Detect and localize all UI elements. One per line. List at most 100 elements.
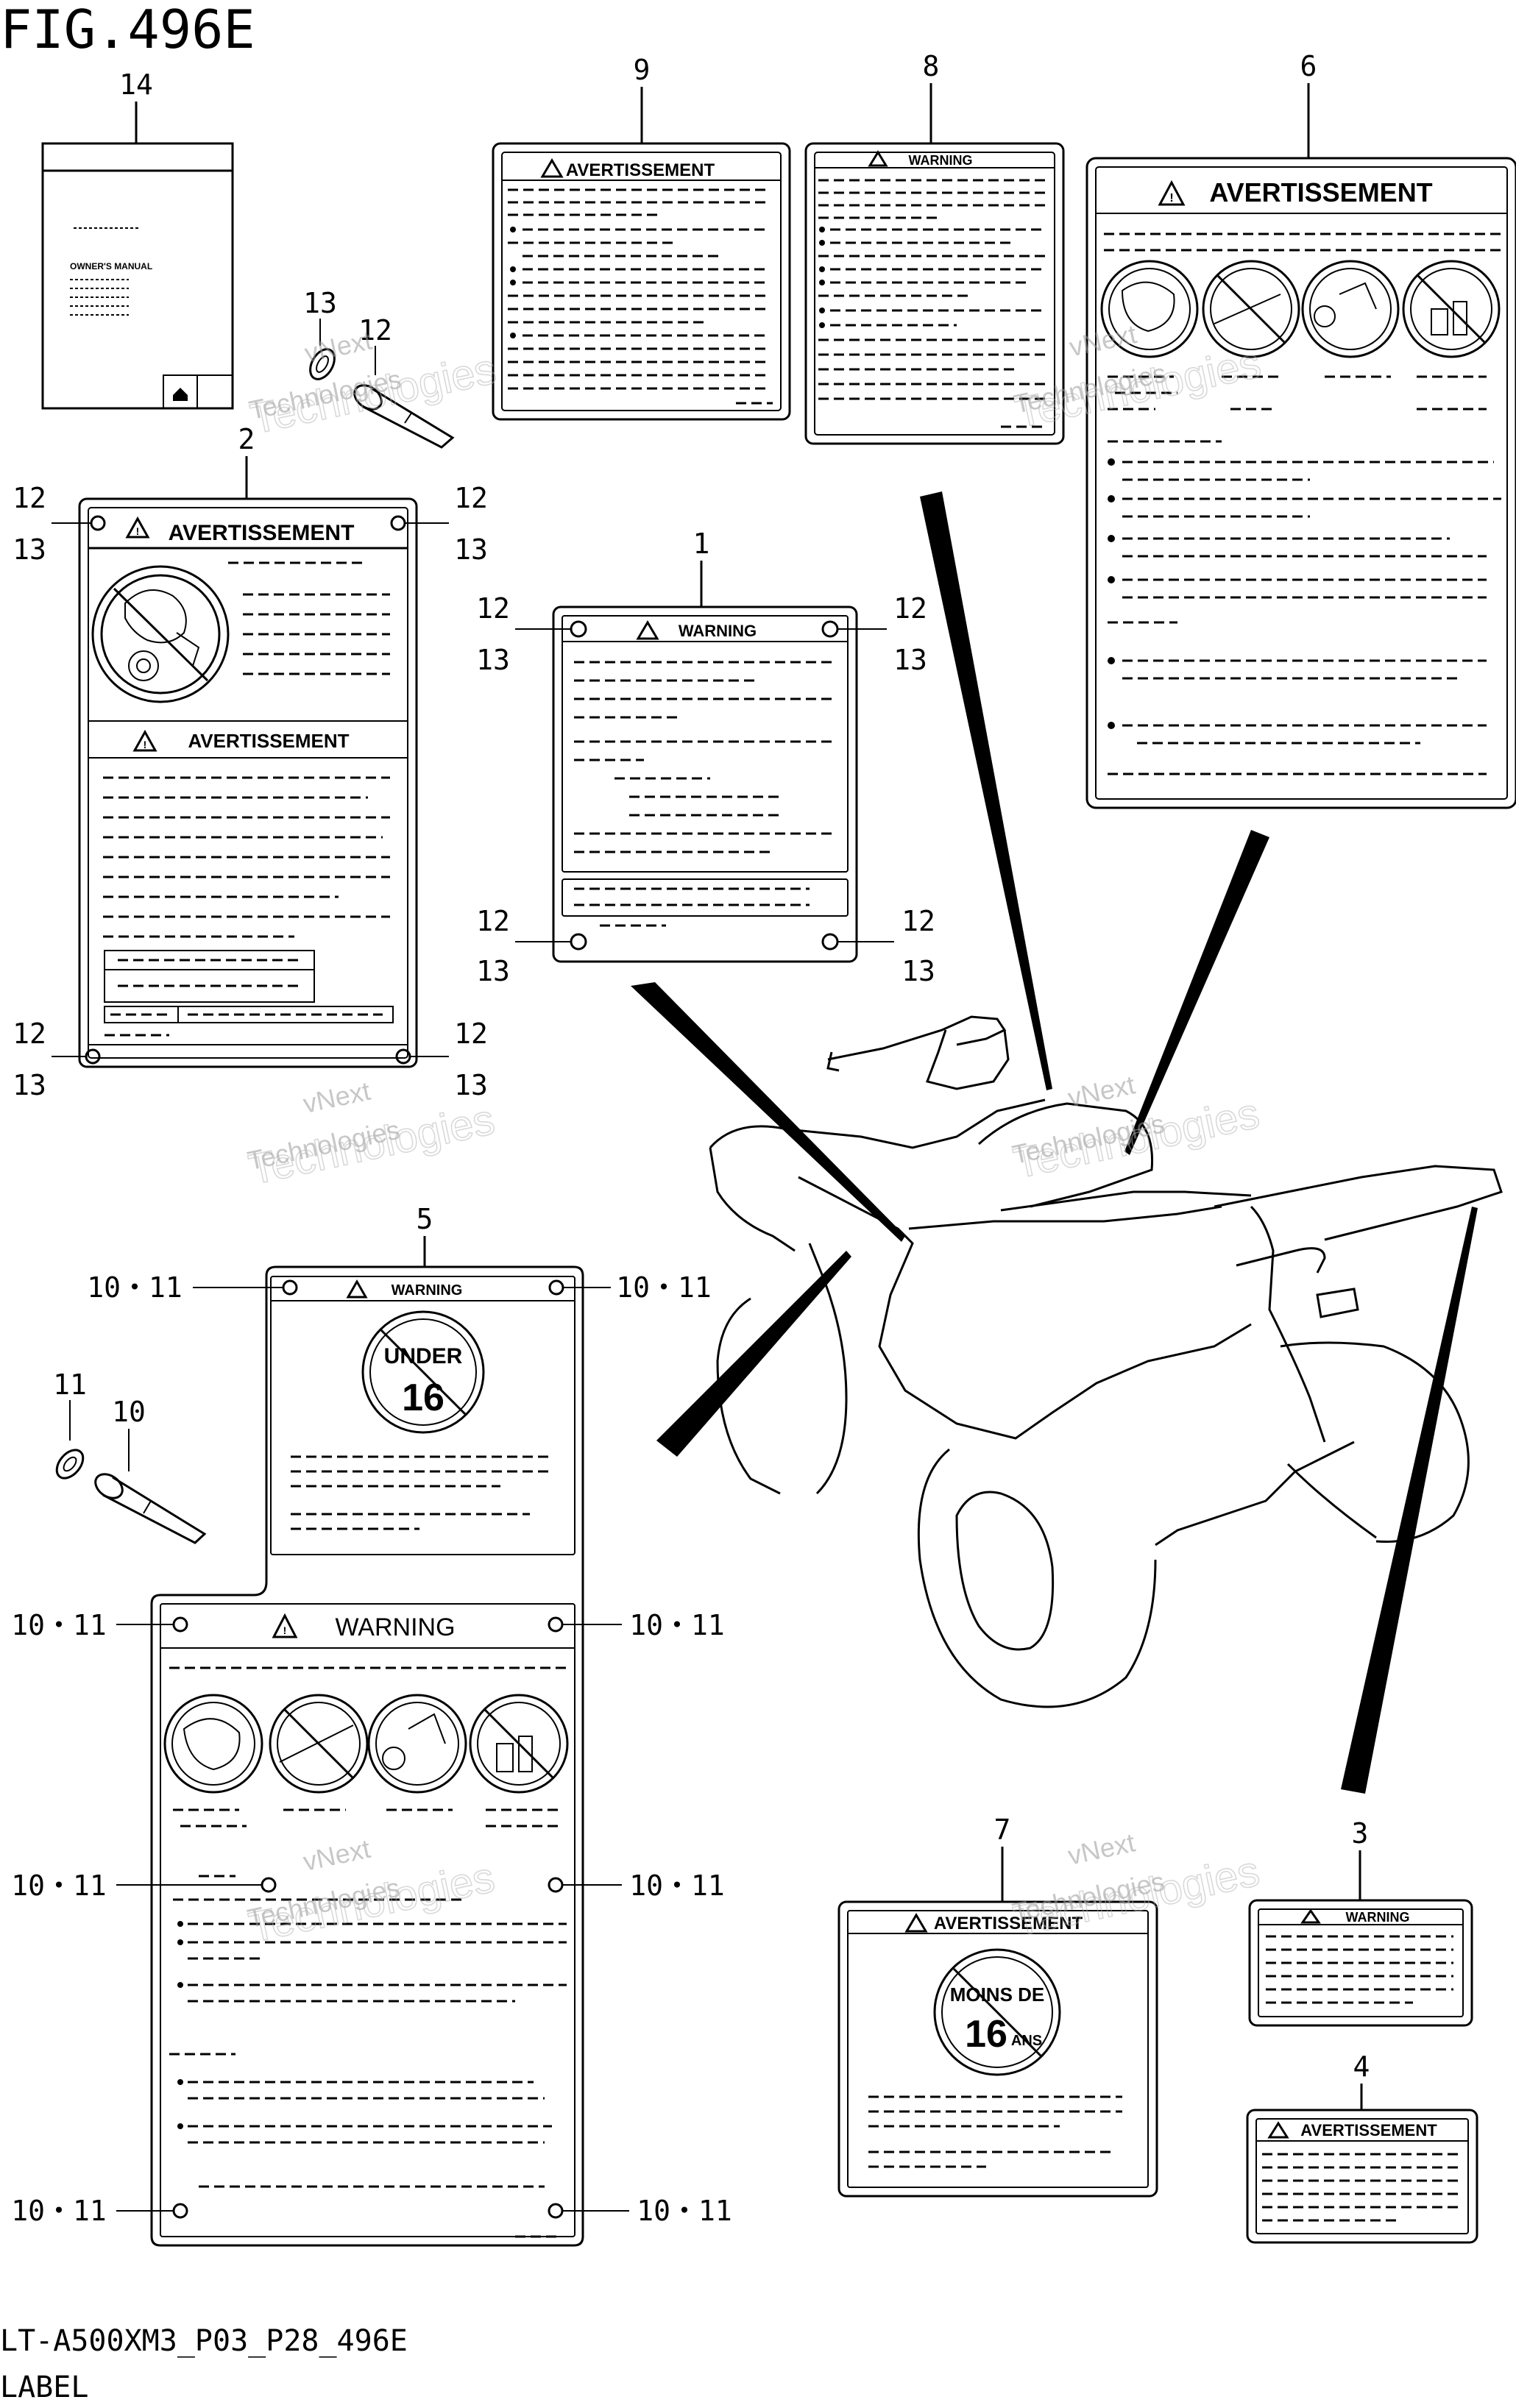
- callout-13: 13: [303, 287, 337, 319]
- svg-text:12: 12: [902, 905, 935, 937]
- part-2-label[interactable]: 2 ! AVERTISSEMENT ! AVERTISSEMENT: [78, 423, 418, 1068]
- ans-text: ANS: [1011, 2033, 1042, 2049]
- part-8-label[interactable]: 8 WARNING: [804, 50, 1065, 445]
- under-text: UNDER: [384, 1344, 463, 1368]
- manual-title: OWNER'S MANUAL: [70, 261, 152, 271]
- svg-text:13: 13: [13, 533, 46, 566]
- atv-vehicle-drawing: [709, 1015, 1503, 1708]
- figure-title: FIG.496E: [0, 0, 255, 60]
- pictogram-5-passenger-icon: [163, 1694, 263, 1794]
- callout-3: 3: [1352, 1817, 1369, 1850]
- part-6-label[interactable]: 6 ! AVERTISSEMENT: [1085, 50, 1516, 809]
- label-6-heading: AVERTISSEMENT: [1209, 177, 1432, 207]
- svg-text:10・11: 10・11: [87, 1271, 183, 1304]
- callout-6: 6: [1300, 50, 1317, 82]
- svg-text:10・11: 10・11: [637, 2195, 732, 2227]
- callout-14: 14: [119, 68, 153, 101]
- callout-5: 5: [417, 1203, 433, 1235]
- svg-text:13: 13: [454, 1069, 488, 1101]
- svg-text:Technologies: Technologies: [245, 1853, 499, 1952]
- svg-text:13: 13: [902, 955, 935, 987]
- label-2-heading-bottom: AVERTISSEMENT: [188, 730, 349, 752]
- svg-text:12: 12: [13, 482, 46, 514]
- watermark-6: vNext Technologies Technologies: [1009, 1827, 1264, 1946]
- label-5-heading-bottom: WARNING: [335, 1613, 455, 1641]
- part-9-label[interactable]: 9 AVERTISSEMENT: [492, 54, 791, 421]
- washer-10-icon: [55, 1449, 85, 1480]
- label-8-heading: WARNING: [909, 153, 973, 168]
- svg-text:13: 13: [13, 1069, 46, 1101]
- pictogram-no-road-icon: [1202, 260, 1300, 358]
- part-7-label[interactable]: 7 AVERTISSEMENT MOINS DE 16 ANS: [837, 1814, 1158, 2198]
- callout-12: 12: [358, 314, 392, 347]
- part-14-owners-manual[interactable]: 14 OWNER'S MANUAL: [41, 68, 234, 410]
- svg-text:12: 12: [476, 905, 510, 937]
- label-2-heading-top: AVERTISSEMENT: [169, 521, 355, 545]
- callout-1: 1: [693, 528, 710, 560]
- svg-text:Technologies: Technologies: [245, 1095, 499, 1194]
- svg-text:13: 13: [893, 644, 927, 676]
- callout-11: 11: [53, 1368, 87, 1401]
- age-16-fr-text: 16: [965, 2013, 1007, 2056]
- svg-text:Technologies: Technologies: [1011, 338, 1265, 437]
- label-7-heading: AVERTISSEMENT: [934, 1914, 1083, 1933]
- pictogram-no-alcohol-icon: [1402, 260, 1501, 358]
- svg-text:12: 12: [13, 1017, 46, 1050]
- svg-text:vNext: vNext: [1065, 1827, 1138, 1870]
- part-12-13-rivet[interactable]: 13 12: [303, 287, 455, 449]
- pictogram-no-tricks-icon: [1301, 260, 1400, 358]
- label-4-heading: AVERTISSEMENT: [1300, 2121, 1437, 2139]
- watermark-4: vNext Technologies Technologies: [1009, 1069, 1264, 1188]
- label-5-heading-top: WARNING: [392, 1282, 463, 1299]
- part-2-rivet-callouts: 12 13 12 13 12 13 12 13: [13, 482, 488, 1101]
- pictogram-5-no-road-icon: [269, 1694, 369, 1794]
- svg-text:!: !: [144, 739, 147, 750]
- age-16-text: 16: [402, 1377, 444, 1419]
- part-1-rivet-callouts: 12 13 12 13 12 13 12 13: [476, 592, 935, 987]
- svg-text:10・11: 10・11: [11, 1869, 107, 1902]
- label-3-heading: WARNING: [1346, 1910, 1410, 1925]
- rider-icon: [124, 589, 187, 644]
- callout-2: 2: [238, 423, 255, 455]
- watermark-2: vNext Technologies Technologies: [1010, 319, 1265, 438]
- svg-text:vNext: vNext: [300, 1833, 373, 1877]
- washer-icon: [309, 348, 336, 380]
- svg-text:13: 13: [476, 955, 510, 987]
- svg-text:13: 13: [476, 644, 510, 676]
- svg-text:vNext: vNext: [300, 1076, 373, 1119]
- svg-text:vNext: vNext: [1066, 319, 1139, 362]
- svg-text:vNext: vNext: [302, 324, 375, 368]
- svg-text:!: !: [136, 525, 140, 537]
- svg-text:12: 12: [454, 482, 488, 514]
- moins-de-text: MOINS DE: [950, 1983, 1045, 2006]
- svg-text:vNext: vNext: [1065, 1069, 1138, 1112]
- pictogram-5-no-tricks-icon: [367, 1694, 467, 1794]
- svg-text:10・11: 10・11: [629, 1869, 725, 1902]
- callout-7: 7: [994, 1814, 1011, 1846]
- svg-text:!: !: [1169, 192, 1173, 205]
- callout-10: 10: [112, 1396, 146, 1428]
- label-1-heading: WARNING: [679, 622, 757, 640]
- pictogram-passenger-icon: [1100, 260, 1199, 358]
- watermark-5: vNext Technologies Technologies: [244, 1833, 499, 1953]
- svg-text:12: 12: [893, 592, 927, 625]
- part-3-label[interactable]: 3 WARNING: [1248, 1817, 1473, 2027]
- leader-wedges: [631, 491, 1478, 1794]
- part-5-rivet-callouts: 10・11 10・11 10・11 10・11 10・11 10・11 10・1…: [11, 1271, 732, 2227]
- figure-caption: LABEL: [0, 2370, 88, 2404]
- svg-text:Technologies: Technologies: [1010, 1847, 1264, 1946]
- svg-text:10・11: 10・11: [11, 1609, 107, 1641]
- svg-text:10・11: 10・11: [11, 2195, 107, 2227]
- svg-text:Technologies: Technologies: [247, 345, 500, 444]
- svg-text:12: 12: [476, 592, 510, 625]
- svg-text:10・11: 10・11: [616, 1271, 712, 1304]
- svg-text:10・11: 10・11: [629, 1609, 725, 1641]
- part-4-label[interactable]: 4 AVERTISSEMENT: [1246, 2050, 1478, 2244]
- callout-4: 4: [1353, 2050, 1370, 2083]
- part-1-label[interactable]: 1 WARNING: [552, 528, 858, 963]
- svg-text:!: !: [283, 1624, 287, 1636]
- part-10-11-rivet[interactable]: 11 10: [52, 1368, 207, 1544]
- figure-code: LT-A500XM3_P03_P28_496E: [0, 2324, 408, 2358]
- part-5-label[interactable]: 5 WARNING UNDER 16 ! WARNING: [150, 1203, 584, 2247]
